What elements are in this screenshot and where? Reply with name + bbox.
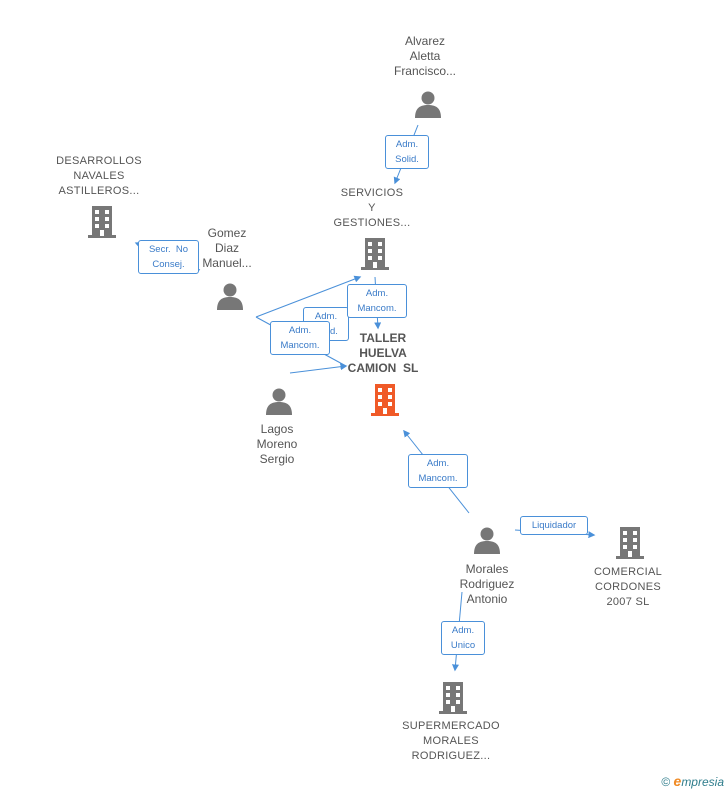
node-label-line: Diaz bbox=[214, 241, 239, 255]
node-morales-label[interactable]: Morales Rodriguez Antonio bbox=[442, 562, 532, 607]
edge-label-line: Mancom. bbox=[280, 340, 320, 351]
node-label-line: Aletta bbox=[409, 49, 441, 63]
edge-label-line: Liquidador bbox=[531, 520, 577, 531]
person-icon bbox=[474, 527, 500, 554]
node-comercial-label[interactable]: COMERCIAL CORDONES 2007 SL bbox=[583, 565, 673, 610]
node-label-line: Lagos bbox=[260, 422, 294, 436]
edge-label-line: Adm. bbox=[451, 625, 475, 636]
node-label-line: Moreno bbox=[256, 437, 298, 451]
edge-label-morales-comercial[interactable]: Liquidador bbox=[520, 516, 588, 535]
edge-label-line: Secr. No bbox=[148, 244, 189, 255]
node-label-line: Manuel... bbox=[202, 256, 252, 270]
edge-label-line: Unico bbox=[450, 640, 476, 651]
building-icon-center bbox=[371, 384, 399, 416]
brand-logo-e: e bbox=[673, 773, 682, 789]
building-icon bbox=[439, 682, 467, 714]
node-label-line: GESTIONES... bbox=[333, 217, 411, 229]
node-supermercado-label[interactable]: SUPERMERCADO MORALES RODRIGUEZ... bbox=[396, 719, 506, 764]
node-label-line: CAMION SL bbox=[347, 361, 419, 375]
node-label-line: ASTILLEROS... bbox=[58, 185, 140, 197]
building-icon bbox=[361, 238, 389, 270]
node-label-line: RODRIGUEZ... bbox=[411, 750, 491, 762]
node-label-line: TALLER bbox=[359, 331, 407, 345]
node-label-line: Y bbox=[368, 202, 376, 214]
node-label-line: MORALES bbox=[423, 735, 479, 747]
brand-watermark: © empresia bbox=[661, 773, 724, 789]
edge-label-line: Adm. bbox=[395, 139, 419, 150]
node-label-line: Rodriguez bbox=[459, 577, 515, 591]
edge-label-line: Adm. bbox=[314, 311, 338, 322]
node-desarrollos-label[interactable]: DESARROLLOS NAVALES ASTILLEROS... bbox=[49, 154, 149, 199]
node-label-line: SUPERMERCADO bbox=[402, 720, 500, 732]
edge-label-line: Adm. bbox=[426, 458, 450, 469]
node-gomez-label[interactable]: Gomez Diaz Manuel... bbox=[192, 226, 262, 271]
edge-lagos-center bbox=[289, 363, 348, 374]
person-icon bbox=[415, 91, 441, 118]
edge-label-line: Mancom. bbox=[357, 303, 397, 314]
person-icon bbox=[217, 283, 243, 310]
node-label-line: Sergio bbox=[259, 452, 295, 466]
edge-gomez-servicios bbox=[255, 275, 362, 318]
node-center-label[interactable]: TALLER HUELVA CAMION SL bbox=[336, 331, 430, 376]
node-label-line: DESARROLLOS bbox=[56, 155, 142, 167]
building-icon bbox=[616, 527, 644, 559]
node-label-line: NAVALES bbox=[73, 170, 125, 182]
node-servicios-label[interactable]: SERVICIOS Y GESTIONES... bbox=[322, 186, 422, 231]
edge-label-line: Adm. bbox=[365, 288, 389, 299]
node-label-line: SERVICIOS bbox=[340, 187, 404, 199]
node-label-line: Alvarez bbox=[404, 34, 445, 48]
node-alvarez-label[interactable]: Alvarez Aletta Francisco... bbox=[385, 34, 465, 79]
edge-label-line: Solid. bbox=[395, 154, 419, 165]
copyright-icon: © bbox=[661, 775, 671, 789]
node-label-line: CORDONES bbox=[595, 581, 661, 593]
edge-label-line: Adm. bbox=[288, 325, 312, 336]
node-label-line: COMERCIAL bbox=[593, 566, 663, 578]
edge-label-morales-supermercado[interactable]: Adm. Unico bbox=[441, 621, 485, 655]
node-label-line: HUELVA bbox=[359, 346, 407, 360]
node-label-line: Antonio bbox=[466, 592, 508, 606]
edge-label-morales-center[interactable]: Adm. Mancom. bbox=[408, 454, 468, 488]
edge-label-alvarez-servicios[interactable]: Adm. Solid. bbox=[385, 135, 429, 169]
edge-label-gomez-desarrollos[interactable]: Secr. No Consej. bbox=[138, 240, 199, 274]
node-label-line: Gomez bbox=[207, 226, 247, 240]
person-icon bbox=[266, 388, 292, 415]
edge-label-servicios-center[interactable]: Adm. Mancom. bbox=[347, 284, 407, 318]
node-label-line: Morales bbox=[465, 562, 509, 576]
edge-label-lagos-center[interactable]: Adm. Mancom. bbox=[270, 321, 330, 355]
brand-logo-text: mpresia bbox=[681, 775, 724, 789]
node-label-line: 2007 SL bbox=[606, 596, 650, 608]
edge-label-line: Mancom. bbox=[418, 473, 458, 484]
node-lagos-label[interactable]: Lagos Moreno Sergio bbox=[242, 422, 312, 467]
edge-label-line: Consej. bbox=[152, 259, 185, 270]
building-icon bbox=[88, 206, 116, 238]
node-label-line: Francisco... bbox=[393, 64, 456, 78]
